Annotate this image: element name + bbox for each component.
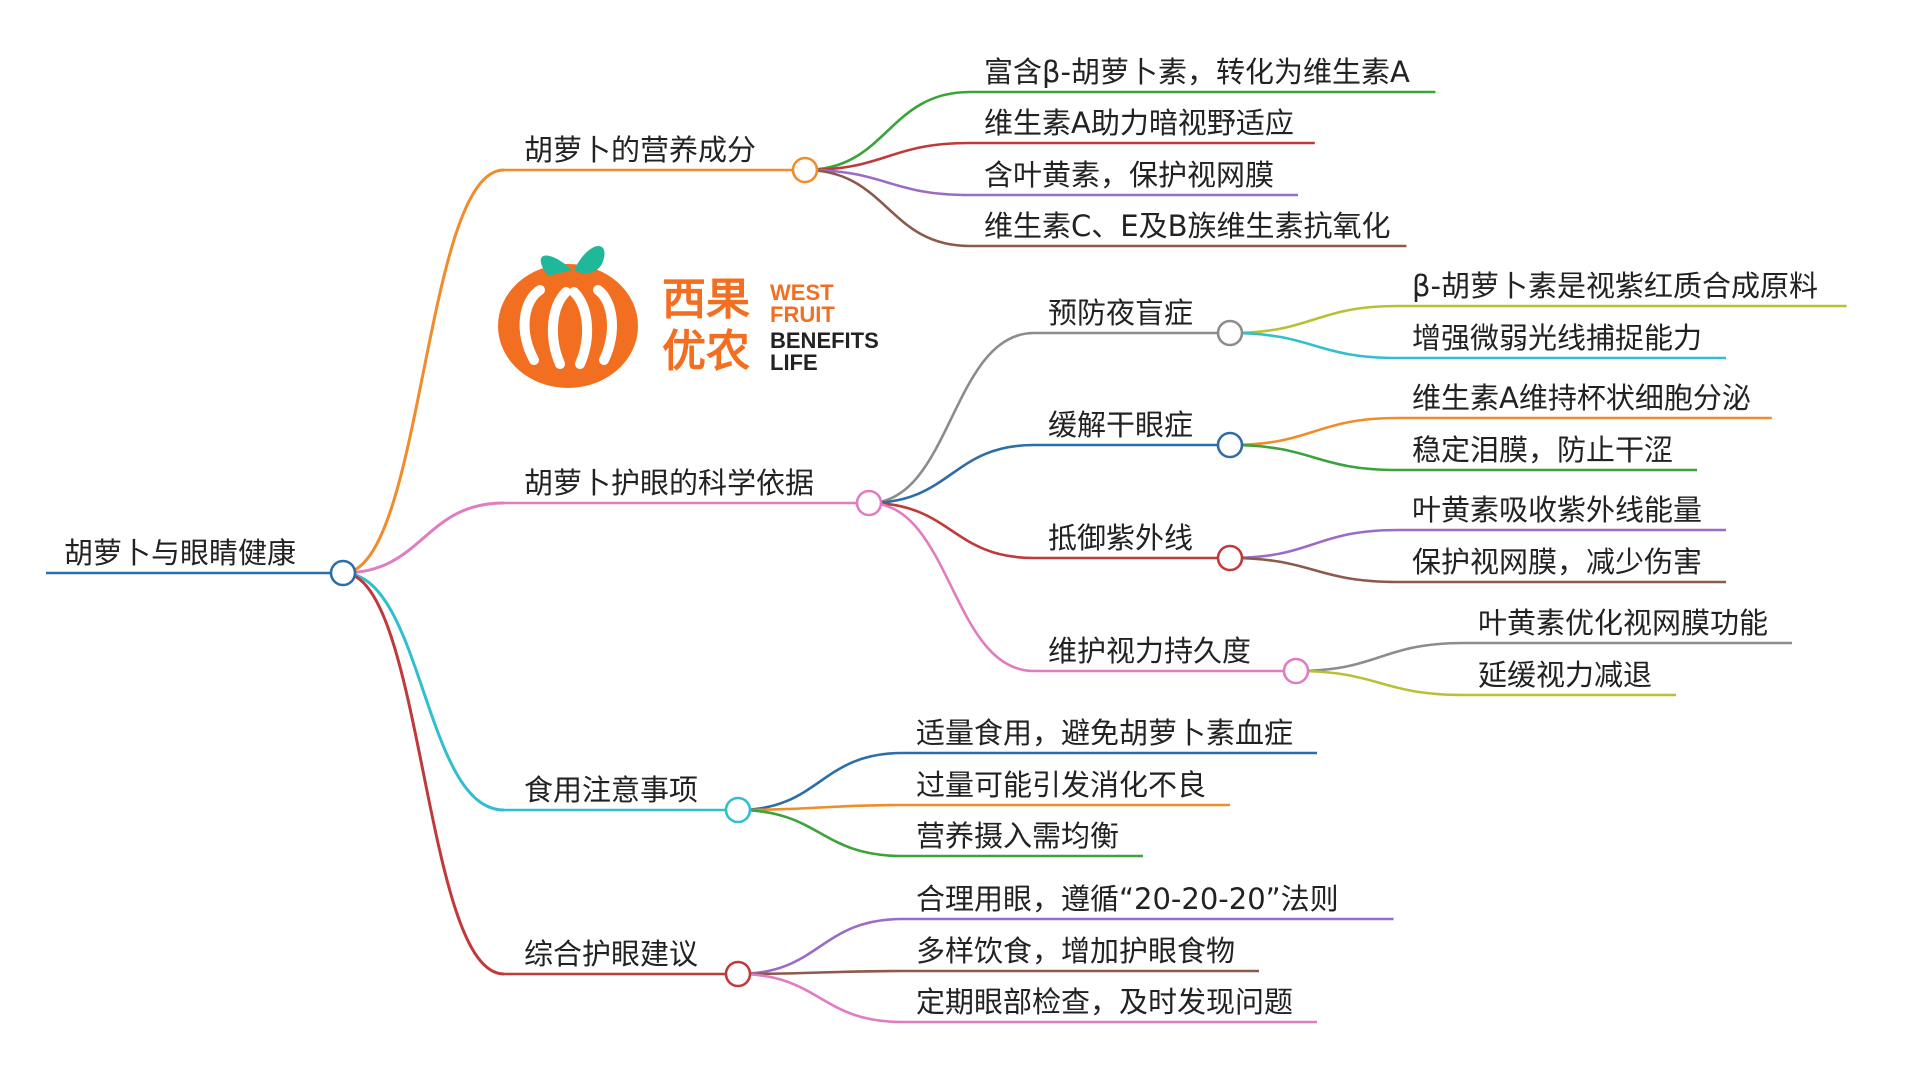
leaf-node-label-2-0: 适量食用，避免胡萝卜素血症 <box>916 716 1293 750</box>
branch-connector-0 <box>342 168 505 575</box>
logo-cn-bottom: 优农 <box>662 326 750 377</box>
leaf-node-label-0-0: 富含β-胡萝卜素，转化为维生素A <box>984 55 1410 89</box>
branch-node-toggle-0[interactable] <box>791 156 819 184</box>
branch-node-toggle-2[interactable] <box>724 796 752 824</box>
branch-node-label-1: 胡萝卜护眼的科学依据 <box>524 466 814 500</box>
orange-leaf-right <box>574 245 605 274</box>
sub-connector-2 <box>868 501 1035 560</box>
leaf-connector-2-0 <box>737 751 903 812</box>
mindmap-links <box>46 90 1847 1024</box>
leaf-node-label-2-2: 营养摄入需均衡 <box>916 819 1119 853</box>
leaf-connector-3-1 <box>737 969 903 976</box>
subleaf-connector-1-1 <box>1229 443 1399 472</box>
subleaf-connector-0-0 <box>1229 304 1399 335</box>
subleaf-node-label-1-1: 稳定泪膜，防止干涩 <box>1412 433 1673 467</box>
orange-fruit-icon <box>498 245 638 388</box>
sub-node-toggle-2[interactable] <box>1216 544 1244 572</box>
leaf-connector-2-1 <box>737 803 903 812</box>
leaf-node-label-3-0: 合理用眼，遵循“20-20-20”法则 <box>916 882 1339 916</box>
subleaf-node-label-3-0: 叶黄素优化视网膜功能 <box>1478 606 1768 640</box>
brand-logo: 西果 优农 WEST FRUIT BENEFITS LIFE <box>498 245 879 388</box>
leaf-node-label-3-2: 定期眼部检查，及时发现问题 <box>916 985 1293 1019</box>
sub-node-label-3: 维护视力持久度 <box>1048 634 1251 668</box>
sub-node-toggle-3[interactable] <box>1282 657 1310 685</box>
orange-segment-4 <box>593 285 617 365</box>
leaf-node-label-2-1: 过量可能引发消化不良 <box>916 768 1206 802</box>
subleaf-node-label-0-1: 增强微弱光线捕捉能力 <box>1412 321 1702 355</box>
subleaf-connector-3-0 <box>1295 641 1465 673</box>
orange-segment-3 <box>569 287 593 369</box>
sub-node-label-1: 缓解干眼症 <box>1048 408 1193 442</box>
logo-en-line3: BENEFITS <box>770 328 879 353</box>
subleaf-node-label-2-1: 保护视网膜，减少伤害 <box>1412 545 1702 579</box>
branch-connector-1 <box>342 501 505 575</box>
branch-node-label-0: 胡萝卜的营养成分 <box>524 133 756 167</box>
sub-node-toggle-1[interactable] <box>1216 431 1244 459</box>
subleaf-connector-0-1 <box>1229 331 1399 360</box>
leaf-connector-0-2 <box>804 168 971 197</box>
logo-cn-top: 西果 <box>662 274 750 325</box>
branch-node-label-2: 食用注意事项 <box>524 773 698 807</box>
branch-node-toggle-1[interactable] <box>855 489 883 517</box>
sub-connector-3 <box>868 501 1035 673</box>
leaf-connector-3-0 <box>737 917 903 976</box>
subleaf-connector-2-1 <box>1229 556 1399 584</box>
sub-connector-0 <box>868 331 1035 505</box>
branch-node-label-3: 综合护眼建议 <box>524 937 698 971</box>
branch-connector-3 <box>342 571 505 976</box>
subleaf-node-label-1-0: 维生素A维持杯状细胞分泌 <box>1412 381 1751 415</box>
orange-segment-2 <box>547 287 571 369</box>
subleaf-connector-1-0 <box>1229 416 1399 447</box>
orange-leaf-left <box>540 255 572 276</box>
root-node-label: 胡萝卜与眼睛健康 <box>64 536 296 570</box>
subleaf-connector-3-1 <box>1295 669 1465 697</box>
sub-connector-1 <box>868 443 1035 505</box>
subleaf-node-label-3-1: 延缓视力减退 <box>1478 658 1652 692</box>
leaf-connector-0-0 <box>804 90 971 172</box>
leaf-connector-2-2 <box>737 808 903 858</box>
sub-node-label-0: 预防夜盲症 <box>1048 296 1193 330</box>
leaf-connector-0-1 <box>804 141 971 172</box>
branch-node-toggle-3[interactable] <box>724 960 752 988</box>
leaf-connector-0-3 <box>804 168 971 248</box>
leaf-node-label-3-1: 多样饮食，增加护眼食物 <box>916 934 1235 968</box>
subleaf-node-label-0-0: β-胡萝卜素是视紫红质合成原料 <box>1412 269 1818 303</box>
logo-en-line1: WEST <box>770 280 834 305</box>
leaf-node-label-0-1: 维生素A助力暗视野适应 <box>984 106 1294 140</box>
sub-node-toggle-0[interactable] <box>1216 319 1244 347</box>
leaf-node-label-0-3: 维生素C、E及B族维生素抗氧化 <box>984 209 1390 243</box>
logo-en-line2: FRUIT <box>770 302 835 327</box>
mindmap-nodes: 胡萝卜与眼睛健康 胡萝卜的营养成分 富含β-胡萝卜素，转化为维生素A 维生素A助力暗视… <box>64 55 1818 1019</box>
leaf-node-label-0-2: 含叶黄素，保护视网膜 <box>984 158 1274 192</box>
root-node-toggle[interactable] <box>329 559 357 587</box>
orange-segment-1 <box>519 285 545 365</box>
branch-connector-2 <box>342 571 505 812</box>
sub-node-label-2: 抵御紫外线 <box>1048 521 1193 555</box>
leaf-connector-3-2 <box>737 972 903 1024</box>
logo-en-line4: LIFE <box>770 350 818 375</box>
subleaf-connector-2-0 <box>1229 528 1399 560</box>
subleaf-node-label-2-0: 叶黄素吸收紫外线能量 <box>1412 493 1702 527</box>
